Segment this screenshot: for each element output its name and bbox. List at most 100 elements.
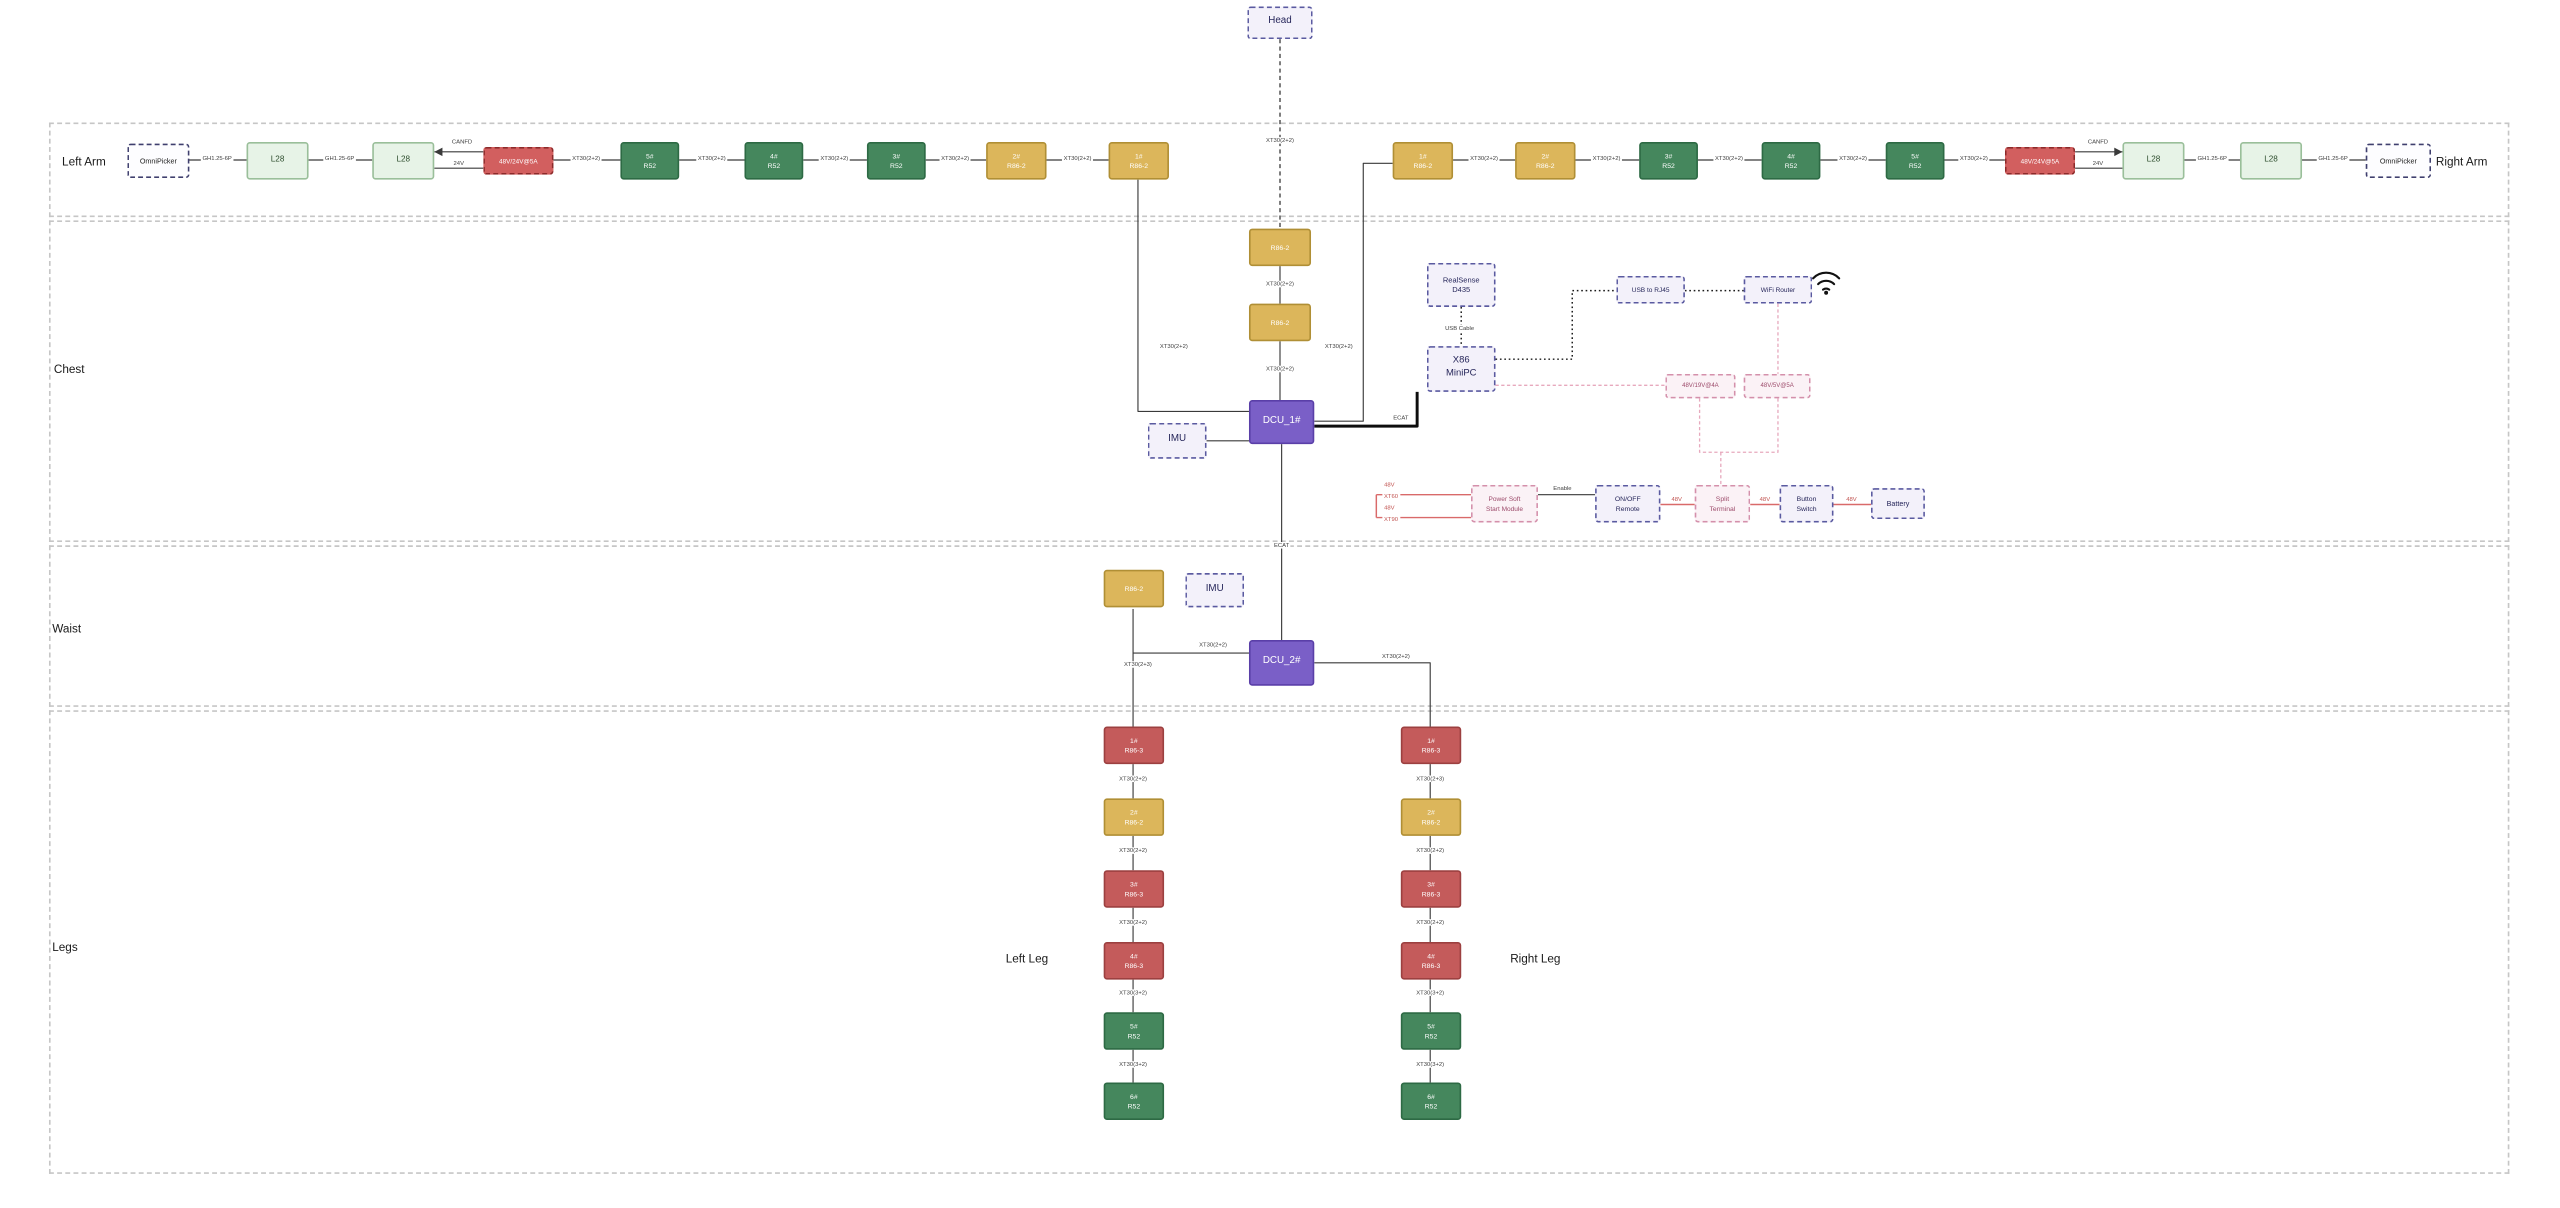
label: XT30(2+2) (818, 155, 850, 162)
node-label: OmniPicker (139, 156, 177, 165)
node-label: 4# (1130, 951, 1138, 961)
label: ECAT (1272, 542, 1291, 549)
node-label: R86-2 (1129, 160, 1149, 169)
label: XT30(2+2) (1117, 775, 1149, 783)
label: XT30(3+2) (1117, 989, 1149, 996)
wire (1314, 391, 1419, 428)
node-label: Switch (1796, 503, 1817, 512)
node-label: R86-3 (1421, 745, 1441, 754)
label: Left Arm (62, 154, 106, 169)
node-dcu-1: DCU_1# (1248, 399, 1315, 445)
node-label: X86 (1452, 356, 1470, 367)
node-left-leg-joint2: 2#R86-2 (1103, 798, 1165, 836)
wire (1314, 662, 1431, 727)
label: XT30(2+3) (1414, 775, 1446, 783)
node-label: 5# (1427, 1022, 1435, 1031)
wire (1137, 179, 1249, 412)
node-right-leg-joint6: 6#R52 (1400, 1082, 1462, 1120)
label: XT30(3+2) (1117, 1061, 1149, 1068)
node-label: ON/OFF (1614, 494, 1641, 503)
canfd-arrow-icon (2114, 147, 2123, 157)
label: GH1.25-6P (2316, 155, 2350, 162)
label: XT30(2+2) (1414, 919, 1446, 926)
node-left-arm-joint5: 5#R52 (620, 142, 680, 180)
node-label: 4# (1427, 951, 1435, 961)
node-label: Power Soft (1488, 495, 1521, 504)
node-right-arm-joint5: 5#R52 (1885, 142, 1945, 180)
wire (1698, 398, 1779, 453)
node-label: RealSense (1442, 275, 1480, 284)
node-imu-chest: IMU (1147, 422, 1207, 459)
label: GH1.25-6P (323, 155, 356, 162)
node-label: 48V/5V@5A (1760, 382, 1794, 389)
node-label: R86-2 (1421, 817, 1441, 826)
node-label: 4# (1787, 151, 1795, 161)
label: Enable (1551, 484, 1574, 492)
label: Left Leg (1005, 951, 1049, 966)
node-label: R52 (1127, 1031, 1141, 1040)
node-label: WiFi Router (1760, 285, 1796, 294)
section-frame-chest (48, 220, 2510, 543)
label: XT30(3+2) (1414, 1061, 1446, 1068)
node-label: 6# (1427, 1092, 1435, 1101)
node-label: IMU (1205, 583, 1224, 594)
node-label: R52 (890, 160, 903, 169)
label: CANFD (451, 138, 473, 146)
label: XT90 (1382, 515, 1400, 523)
label: 48V (1758, 496, 1772, 503)
node-label: R52 (1662, 160, 1675, 169)
node-omnipicker-left: OmniPicker (127, 143, 190, 178)
label: XT30(2+2) (696, 155, 728, 162)
node-left-leg-joint5: 5#R52 (1103, 1012, 1165, 1050)
node-usb-to-rj45: USB to RJ45 (1616, 275, 1685, 304)
node-label: 3# (1664, 151, 1673, 161)
node-head: Head (1247, 6, 1313, 40)
label: XT30(2+2) (1590, 155, 1623, 162)
node-left-leg-joint3: 3#R86-3 (1103, 870, 1165, 908)
node-label: 5# (1130, 1022, 1138, 1031)
node-label: Battery (1886, 499, 1910, 508)
node-label: 48V/24V@5A (2020, 156, 2060, 165)
node-waist-r86: R86-2 (1103, 569, 1165, 608)
node-label: L28 (2146, 155, 2161, 166)
label: XT30(2+2) (1061, 155, 1094, 162)
node-label: 1# (1130, 736, 1138, 745)
label: GH1.25-6P (200, 155, 234, 162)
label: XT60 (1382, 493, 1400, 500)
node-right-arm-joint1: 1#R86-2 (1392, 142, 1454, 180)
node-battery: Battery (1871, 488, 1925, 520)
canfd-arrow-icon (434, 147, 443, 157)
node-left-arm-joint3: 3#R52 (866, 142, 926, 180)
node-label: R52 (1424, 1031, 1438, 1040)
label: XT30(2+2) (1264, 280, 1296, 288)
label: Legs (52, 939, 78, 955)
node-right-leg-joint4: 4#R86-3 (1400, 942, 1462, 980)
node-right-leg-joint2: 2#R86-2 (1400, 798, 1462, 836)
section-frame-arms (48, 122, 2510, 218)
node-label: 2# (1427, 808, 1435, 817)
node-right-leg-joint3: 3#R86-3 (1400, 870, 1462, 908)
node-label: R52 (1127, 1101, 1141, 1110)
node-label: Head (1268, 16, 1292, 27)
node-psu-left-arm: 48V/24V@5A (483, 146, 554, 175)
label: XT30(2+2) (1837, 155, 1869, 162)
node-right-arm-joint4: 4#R52 (1761, 142, 1821, 180)
node-dcdc-48v-5v: 48V/5V@5A (1743, 373, 1811, 399)
node-label: 3# (1427, 880, 1435, 889)
node-label: 48V/24V@5A (499, 156, 538, 165)
node-label: R52 (767, 160, 781, 169)
node-dcdc-48v-19v: 48V/19V@4A (1665, 373, 1736, 399)
node-left-arm-joint4: 4#R52 (744, 142, 804, 180)
node-label: 3# (1130, 880, 1138, 889)
wifi-icon (1811, 271, 1841, 295)
node-label: DCU_1# (1262, 415, 1301, 426)
label: Chest (53, 361, 85, 377)
node-label: R86-2 (1413, 160, 1433, 169)
node-label: 1# (1134, 151, 1143, 161)
node-right-leg-joint5: 5#R52 (1400, 1012, 1462, 1050)
label: XT30(2+3) (1122, 661, 1154, 668)
node-label: R52 (1908, 160, 1922, 169)
label: 24V (2091, 159, 2105, 167)
